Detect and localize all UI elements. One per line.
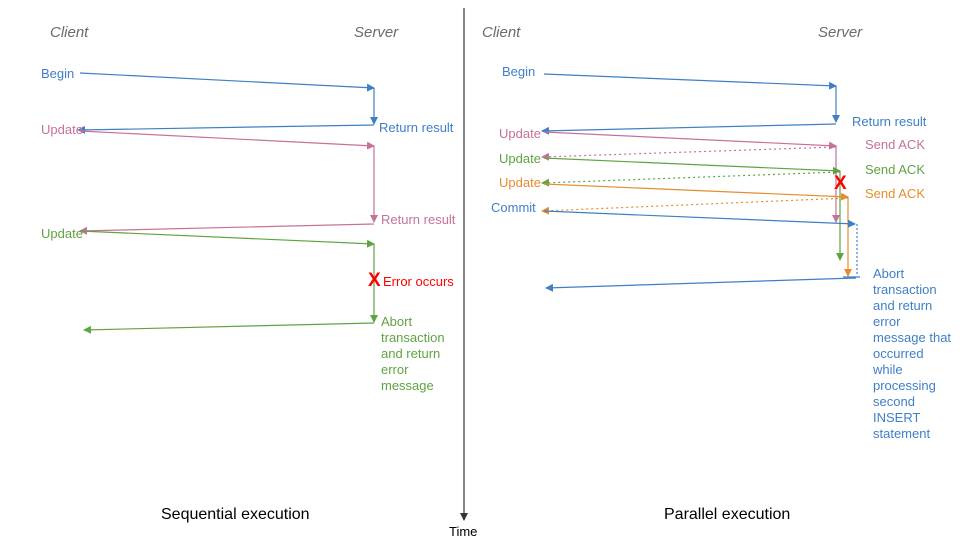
seq-return2-label: Return result [381,212,456,227]
par-update1-arrow [543,131,837,150]
par-ack3-label: Send ACK [865,186,925,201]
par-commit-label: Commit [491,200,536,215]
parallel-server-header: Server [818,24,863,41]
seq-update1-label: Update [41,122,83,137]
par-update3-arrow [543,183,849,201]
par-update1-label: Update [499,126,541,141]
seq-return2-arrow [79,223,375,235]
par-ack2-label: Send ACK [865,162,925,177]
sequential-caption: Sequential execution [161,506,310,523]
seq-return1-label: Return result [379,120,454,135]
seq-abort-label: Abort transaction and return error messa… [381,314,445,393]
par-update2-arrow [543,157,841,175]
par-update2-label: Update [499,151,541,166]
seq-error-x-icon: X [368,270,381,291]
par-ack2-arrow [541,171,841,187]
sequential-arrows [77,72,378,334]
seq-update2-label: Update [41,226,83,241]
seq-begin-arrow [79,72,375,92]
time-axis-label: Time [449,524,478,539]
seq-abort-arrow [83,322,375,334]
par-abort-label: Abort transaction and return error messa… [873,266,952,441]
par-ack3-arrow [541,197,849,215]
par-abort-arrow [545,277,857,292]
seq-update2-arrow [79,230,375,248]
par-update3-label: Update [499,175,541,190]
sequential-client-header: Client [50,24,89,41]
parallel-caption: Parallel execution [664,506,791,523]
par-commit-arrow [543,210,856,228]
parallel-arrows [541,73,860,292]
par-error-x-icon: X [834,173,847,194]
par-ack1-label: Send ACK [865,137,925,152]
parallel-client-header: Client [482,24,521,41]
seq-begin-label: Begin [41,66,75,81]
seq-return1-arrow [77,124,375,134]
seq-update1-arrow [79,130,375,150]
seq-error-label: Error occurs [383,274,454,289]
sequential-server-header: Server [354,24,399,41]
par-return1-arrow [541,123,837,135]
par-begin-arrow [543,73,837,90]
par-begin-label: Begin [502,64,536,79]
par-return1-label: Return result [852,114,927,129]
par-ack1-arrow [541,146,837,161]
